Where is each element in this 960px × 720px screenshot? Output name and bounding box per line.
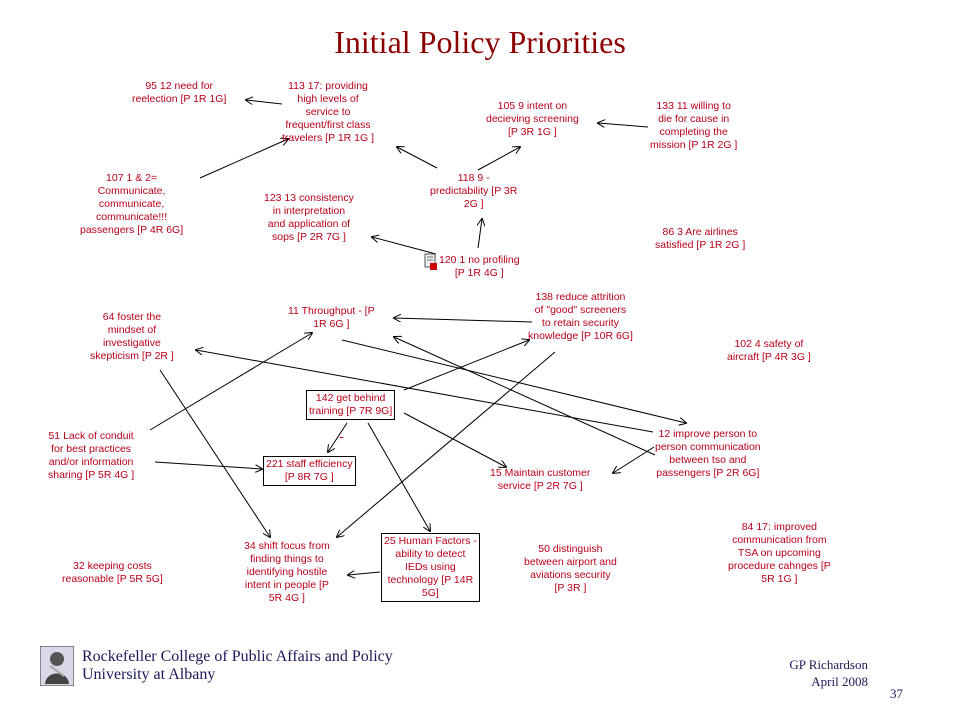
causal-arrow-11: [403, 412, 506, 467]
concept-node-123: 123 13 consistency in interpretation and…: [264, 192, 354, 243]
slide-title: Initial Policy Priorities: [334, 24, 626, 60]
causal-arrow-6: [478, 219, 482, 249]
link-polarity-minus: -: [339, 428, 344, 444]
concept-node-32: 32 keeping costs reasonable [P 5R 5G]: [62, 560, 163, 585]
concept-node-142: 142 get behind training [P 7R 9G]: [306, 390, 396, 420]
causal-arrow-16: [341, 339, 686, 423]
causal-arrow-8: [394, 318, 533, 323]
causal-arrow-13: [367, 422, 430, 531]
footer-organization: Rockefeller College of Public Affairs an…: [82, 648, 393, 684]
concept-node-51: 51 Lack of conduit for best practices an…: [48, 430, 135, 481]
footer-date: April 2008: [811, 674, 868, 689]
concept-node-133: 133 11 willing to die for cause in compl…: [650, 100, 738, 151]
causal-arrow-17: [196, 350, 654, 433]
concept-node-11: 11 Throughput - [P 1R 6G ]: [288, 305, 375, 330]
concept-node-102: 102 4 safety of aircraft [P 4R 3G ]: [727, 338, 811, 363]
logo-icon: [40, 646, 74, 686]
footer-author: GP Richardson: [789, 657, 868, 672]
footer-author-block: GP Richardson April 2008: [789, 656, 868, 690]
causal-arrow-12: [328, 422, 348, 452]
causal-arrow-9: [403, 340, 529, 391]
concept-node-15: 15 Maintain customer service [P 2R 7G ]: [490, 467, 591, 492]
causal-arrow-19: [337, 351, 556, 537]
causal-arrow-4: [598, 123, 649, 127]
concept-node-113: 113 17: providing high levels of service…: [282, 80, 375, 144]
document-icon: [424, 253, 437, 270]
concept-node-86: 86 3 Are airlines satisfied [P 1R 2G ]: [655, 226, 746, 251]
causal-arrow-14: [154, 461, 262, 469]
concept-node-120: 120 1 no profiling [P 1R 4G ]: [439, 254, 520, 279]
concept-node-34: 34 shift focus from finding things to id…: [244, 540, 330, 604]
concept-node-64: 64 foster the mindset of investigative s…: [90, 311, 174, 362]
causal-arrow-7: [372, 237, 437, 255]
concept-node-95: 95 12 need for reelection [P 1R 1G]: [132, 80, 227, 105]
concept-node-107: 107 1 & 2= Communicate, communicate, com…: [80, 172, 184, 236]
concept-node-118: 118 9 - predictability [P 3R 2G ]: [430, 172, 518, 210]
concept-node-25: 25 Human Factors - ability to detect IED…: [381, 533, 480, 602]
causal-arrow-21: [348, 572, 381, 575]
causal-arrow-5: [477, 147, 520, 171]
causal-arrow-1: [246, 100, 283, 104]
causal-arrow-2: [397, 147, 438, 169]
concept-node-84: 84 17: improved communication from TSA o…: [728, 521, 831, 585]
concept-node-105: 105 9 intent on decieving screening [P 3…: [486, 100, 579, 138]
causal-arrow-10: [149, 333, 312, 431]
concept-node-138: 138 reduce attrition of "good" screeners…: [528, 291, 633, 342]
causal-arrow-3: [199, 139, 288, 179]
page-number: 37: [890, 686, 903, 701]
footer-org-line2: University at Albany: [82, 666, 216, 683]
causal-arrow-20: [159, 369, 270, 537]
causal-arrow-18: [394, 337, 656, 456]
concept-node-50: 50 distinguish between airport and aviat…: [524, 543, 617, 594]
footer-org-line1: Rockefeller College of Public Affairs an…: [82, 648, 393, 665]
concept-node-221: 221 staff efficiency [P 8R 7G ]: [263, 456, 356, 486]
concept-node-12: 12 improve person to person communicatio…: [655, 428, 761, 479]
